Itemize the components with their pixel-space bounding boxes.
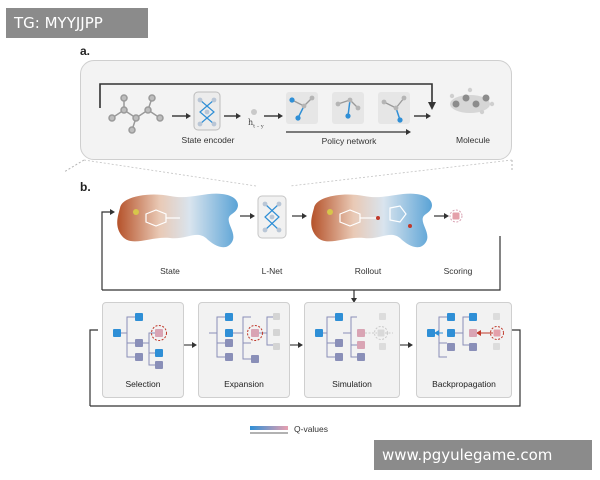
watermark-bottom: www.pgyulegame.com bbox=[374, 440, 592, 470]
step-simulation-label: Simulation bbox=[332, 379, 372, 389]
step-selection: Selection bbox=[102, 302, 184, 398]
step-simulation: Simulation bbox=[304, 302, 400, 398]
scoring-caption: Scoring bbox=[443, 266, 473, 276]
step-selection-label: Selection bbox=[125, 379, 161, 389]
panel-a-label: a. bbox=[80, 44, 91, 58]
input-molecule-graph bbox=[108, 94, 164, 134]
output-molecule-3d bbox=[449, 87, 495, 115]
policy-network-caption: Policy network bbox=[321, 136, 377, 146]
latent-symbol-base: h bbox=[248, 118, 254, 127]
state-encoder-caption: State encoder bbox=[181, 135, 235, 145]
step-expansion: Expansion bbox=[198, 302, 290, 398]
state-caption: State bbox=[160, 266, 180, 276]
molecule-caption: Molecule bbox=[455, 135, 491, 145]
q-values-label: Q-values bbox=[294, 424, 329, 434]
rollout-surface bbox=[311, 193, 432, 248]
step-backpropagation-label: Backpropagation bbox=[432, 379, 496, 389]
state-surface bbox=[117, 193, 238, 248]
watermark-top: TG: MYYJJPP bbox=[6, 8, 148, 38]
q-values-gradient-bar bbox=[250, 426, 288, 430]
panel-b-label: b. bbox=[80, 180, 91, 194]
step-expansion-label: Expansion bbox=[224, 379, 264, 389]
latent-symbol: ht – y bbox=[248, 118, 264, 130]
latent-symbol-sub: t – y bbox=[253, 123, 264, 130]
rollout-caption: Rollout bbox=[354, 266, 382, 276]
encoder-network-icon bbox=[199, 99, 215, 125]
lnet-caption: L-Net bbox=[261, 266, 283, 276]
step-backpropagation: Backpropagation bbox=[416, 302, 512, 398]
